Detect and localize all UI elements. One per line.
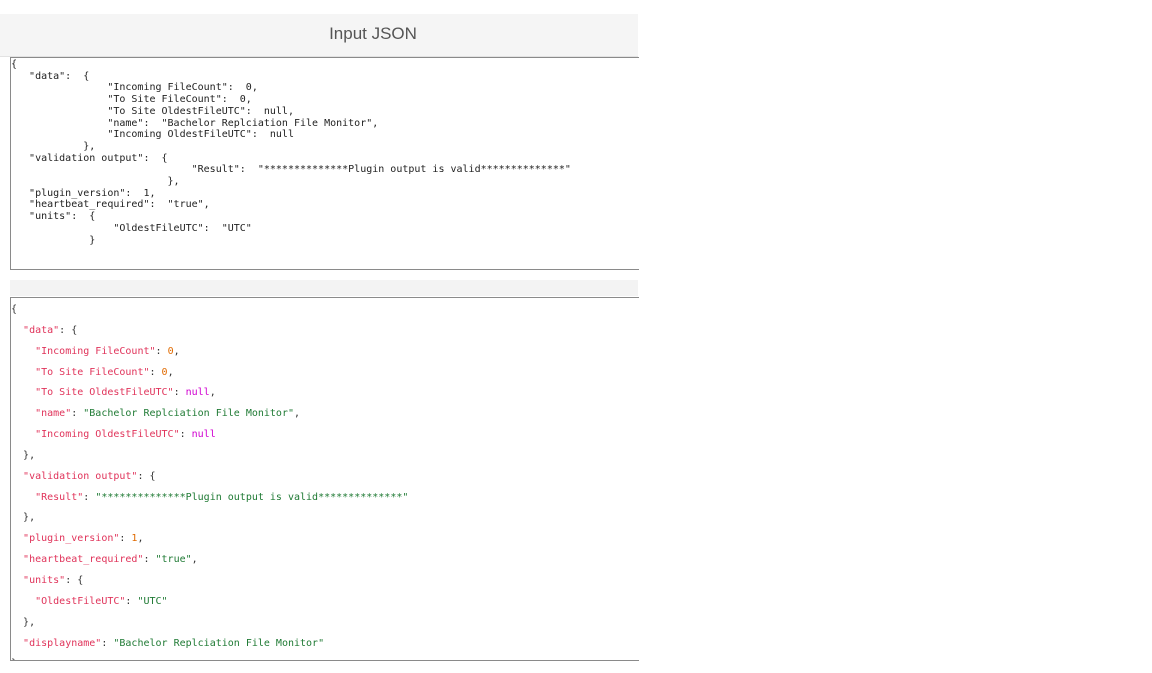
input-json-textarea[interactable]: { "data": { "Incoming FileCount": 0, "To… (10, 57, 639, 270)
json-value: "Bachelor Replciation File Monitor" (83, 408, 294, 420)
json-value: null (191, 429, 216, 441)
json-key: "To Site OldestFileUTC" (35, 387, 174, 399)
json-value: null (185, 387, 210, 399)
json-value: 0 (167, 345, 174, 357)
json-key: "name" (35, 408, 72, 420)
json-key: "Incoming FileCount" (35, 345, 156, 357)
json-key: "To Site FileCount" (35, 366, 150, 378)
input-json-header: Input JSON (0, 14, 638, 57)
panel-title: Input JSON (329, 24, 417, 43)
json-key: "Incoming OldestFileUTC" (35, 429, 180, 441)
formatted-json-output: { "data": { "Incoming FileCount": 0, "To… (10, 297, 639, 661)
input-json-text: { "data": { "Incoming FileCount": 0, "To… (11, 59, 571, 246)
output-header (10, 280, 638, 296)
json-value: 0 (161, 366, 168, 378)
formatted-json-text: { "data": { "Incoming FileCount": 0, "To… (11, 304, 409, 660)
